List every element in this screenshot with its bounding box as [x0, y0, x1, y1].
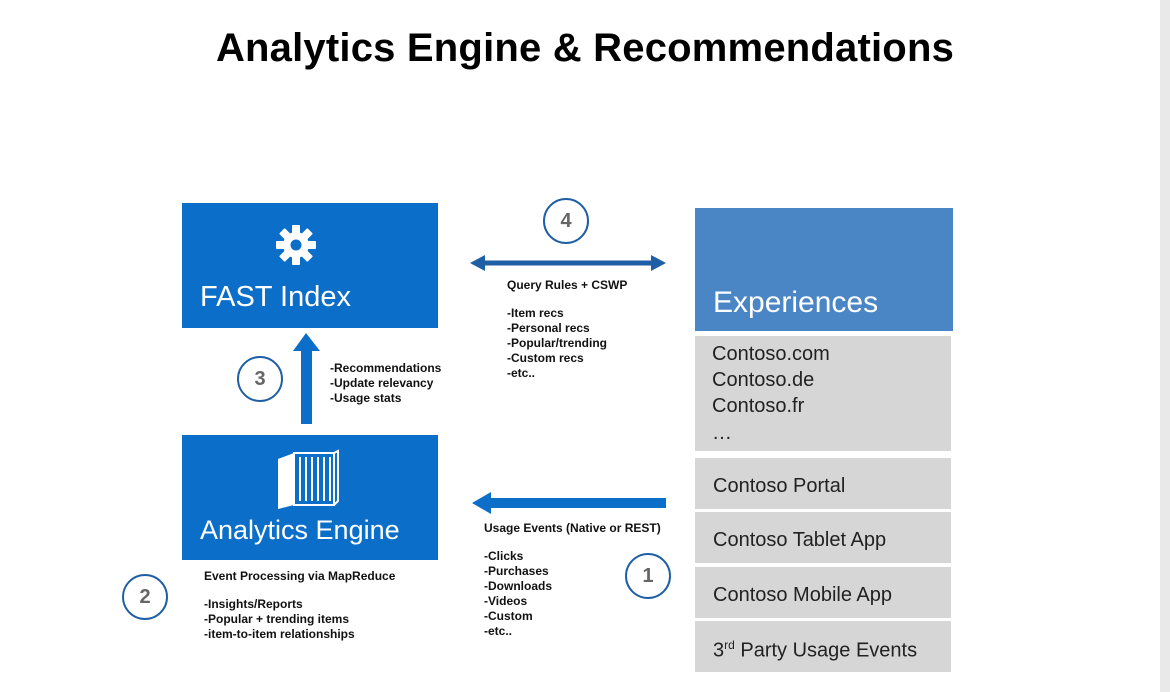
event-processing-item: -item-to-item relationships [204, 627, 355, 641]
portal-box: Contoso Portal [695, 458, 951, 509]
portal-label: Contoso Portal [713, 475, 846, 497]
query-rules-item: -Item recs [507, 306, 564, 320]
query-rules-item: -Custom recs [507, 351, 584, 365]
analytics-engine-label: Analytics Engine [200, 515, 400, 545]
sites-box: Contoso.com Contoso.de Contoso.fr … [695, 336, 951, 451]
fast-index-box: FAST Index [182, 203, 438, 328]
usage-event-item: -Downloads [484, 579, 552, 593]
mobile-app-label: Contoso Mobile App [713, 584, 893, 606]
experiences-box: Experiences [695, 208, 953, 331]
query-rules-item: -Personal recs [507, 321, 590, 335]
mobile-app-box: Contoso Mobile App [695, 567, 951, 618]
step-4-circle: 4 [543, 198, 589, 244]
fast-index-label: FAST Index [200, 281, 351, 313]
event-processing-item: -Popular + trending items [204, 612, 350, 626]
site-item: Contoso.com [712, 343, 830, 365]
usage-event-item: -etc.. [484, 624, 513, 638]
server-icon [278, 449, 339, 509]
usage-event-item: -Videos [484, 594, 528, 608]
event-processing-heading: Event Processing via MapReduce [204, 569, 396, 583]
step3-note: -Update relevancy [330, 376, 434, 390]
usage-event-item: -Purchases [484, 564, 549, 578]
step-2-circle: 2 [122, 574, 168, 620]
up-arrow-recommendations [293, 333, 320, 424]
usage-events-list: -Clicks -Purchases -Downloads -Videos -C… [484, 549, 552, 639]
query-rules-item: -etc.. [507, 366, 536, 380]
step3-note: -Recommendations [330, 361, 442, 375]
tablet-app-label: Contoso Tablet App [713, 529, 887, 551]
usage-event-item: -Clicks [484, 549, 524, 563]
step3-note: -Usage stats [330, 391, 402, 405]
step3-notes: -Recommendations -Update relevancy -Usag… [330, 361, 441, 406]
usage-events-heading: Usage Events (Native or REST) [484, 521, 661, 535]
analytics-engine-box: Analytics Engine [182, 435, 438, 560]
event-processing-list: -Insights/Reports -Popular + trending it… [204, 597, 355, 642]
site-item: … [712, 422, 732, 444]
query-rules-item: -Popular/trending [507, 336, 607, 350]
page-title: Analytics Engine & Recommendations [215, 26, 955, 70]
double-arrow-query [470, 255, 666, 271]
tablet-app-box: Contoso Tablet App [695, 512, 951, 563]
usage-event-item: -Custom [484, 609, 533, 623]
right-edge-bar [1160, 0, 1170, 692]
event-processing-item: -Insights/Reports [204, 597, 303, 611]
experiences-label: Experiences [713, 286, 879, 319]
step-3-circle: 3 [237, 356, 283, 402]
query-rules-list: -Item recs -Personal recs -Popular/trend… [507, 306, 607, 381]
site-item: Contoso.fr [712, 395, 805, 417]
query-rules-heading: Query Rules + CSWP [507, 278, 628, 292]
gear-icon [276, 225, 316, 265]
third-party-label: 3rd Party Usage Events [713, 638, 918, 662]
step-1-circle: 1 [625, 553, 671, 599]
left-arrow-usage-events [472, 492, 666, 514]
site-item: Contoso.de [712, 369, 815, 391]
third-party-box: 3rd Party Usage Events [695, 621, 951, 672]
